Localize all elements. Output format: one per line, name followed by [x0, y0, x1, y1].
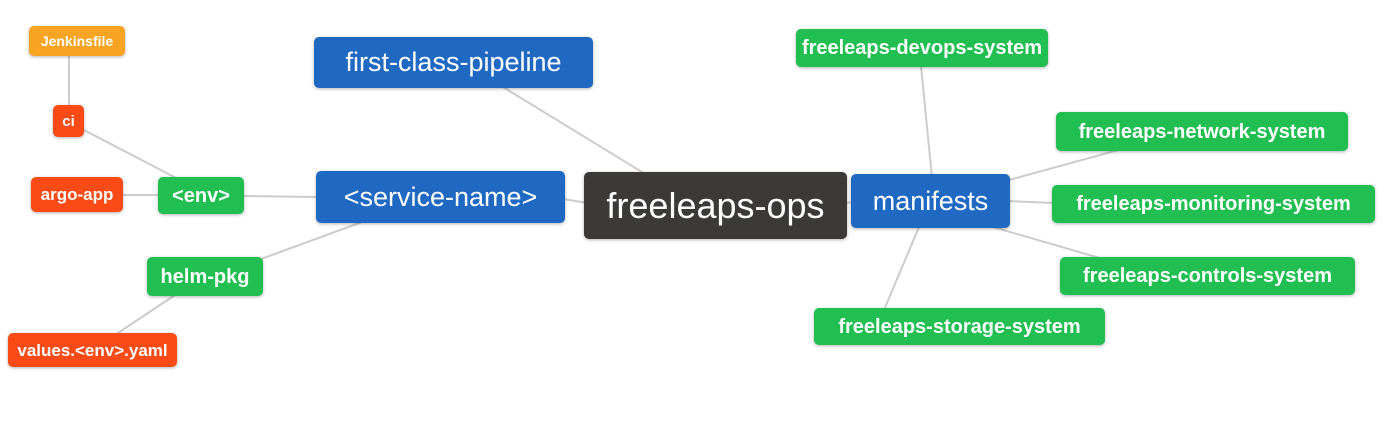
edge-manifests-freeleaps-storage-system [883, 226, 920, 311]
edge-manifests-freeleaps-monitoring-system [1007, 200, 1055, 204]
node-values-env-yaml[interactable]: values.<env>.yaml [8, 333, 177, 367]
node-first-class-pipeline[interactable]: first-class-pipeline [314, 37, 593, 88]
node-service-name[interactable]: <service-name> [316, 171, 565, 223]
node-freeleaps-controls-system[interactable]: freeleaps-controls-system [1060, 257, 1355, 295]
node-jenkinsfile[interactable]: Jenkinsfile [29, 26, 125, 56]
edge-env-service-name [243, 195, 318, 198]
node-freeleaps-network-system[interactable]: freeleaps-network-system [1056, 112, 1348, 151]
edge-manifests-freeleaps-network-system [1008, 148, 1123, 181]
edge-first-class-pipeline-freeleaps-ops [502, 86, 656, 181]
node-freeleaps-monitoring-system[interactable]: freeleaps-monitoring-system [1052, 185, 1375, 223]
edge-manifests-freeleaps-controls-system [985, 224, 1104, 260]
edge-service-name-freeleaps-ops [562, 198, 589, 204]
node-freeleaps-storage-system[interactable]: freeleaps-storage-system [814, 308, 1105, 345]
node-argo-app[interactable]: argo-app [31, 177, 123, 212]
node-freeleaps-ops[interactable]: freeleaps-ops [584, 172, 847, 239]
node-freeleaps-devops-system[interactable]: freeleaps-devops-system [796, 29, 1048, 67]
node-helm-pkg[interactable]: helm-pkg [147, 257, 263, 296]
edge-service-name-helm-pkg [260, 221, 363, 260]
node-ci[interactable]: ci [53, 105, 84, 137]
edge-helm-pkg-values-env-yaml [114, 294, 176, 336]
edge-manifests-freeleaps-devops-system [920, 65, 933, 179]
node-manifests[interactable]: manifests [851, 174, 1010, 228]
edge-ci-env [83, 129, 179, 180]
node-env[interactable]: <env> [158, 177, 244, 214]
